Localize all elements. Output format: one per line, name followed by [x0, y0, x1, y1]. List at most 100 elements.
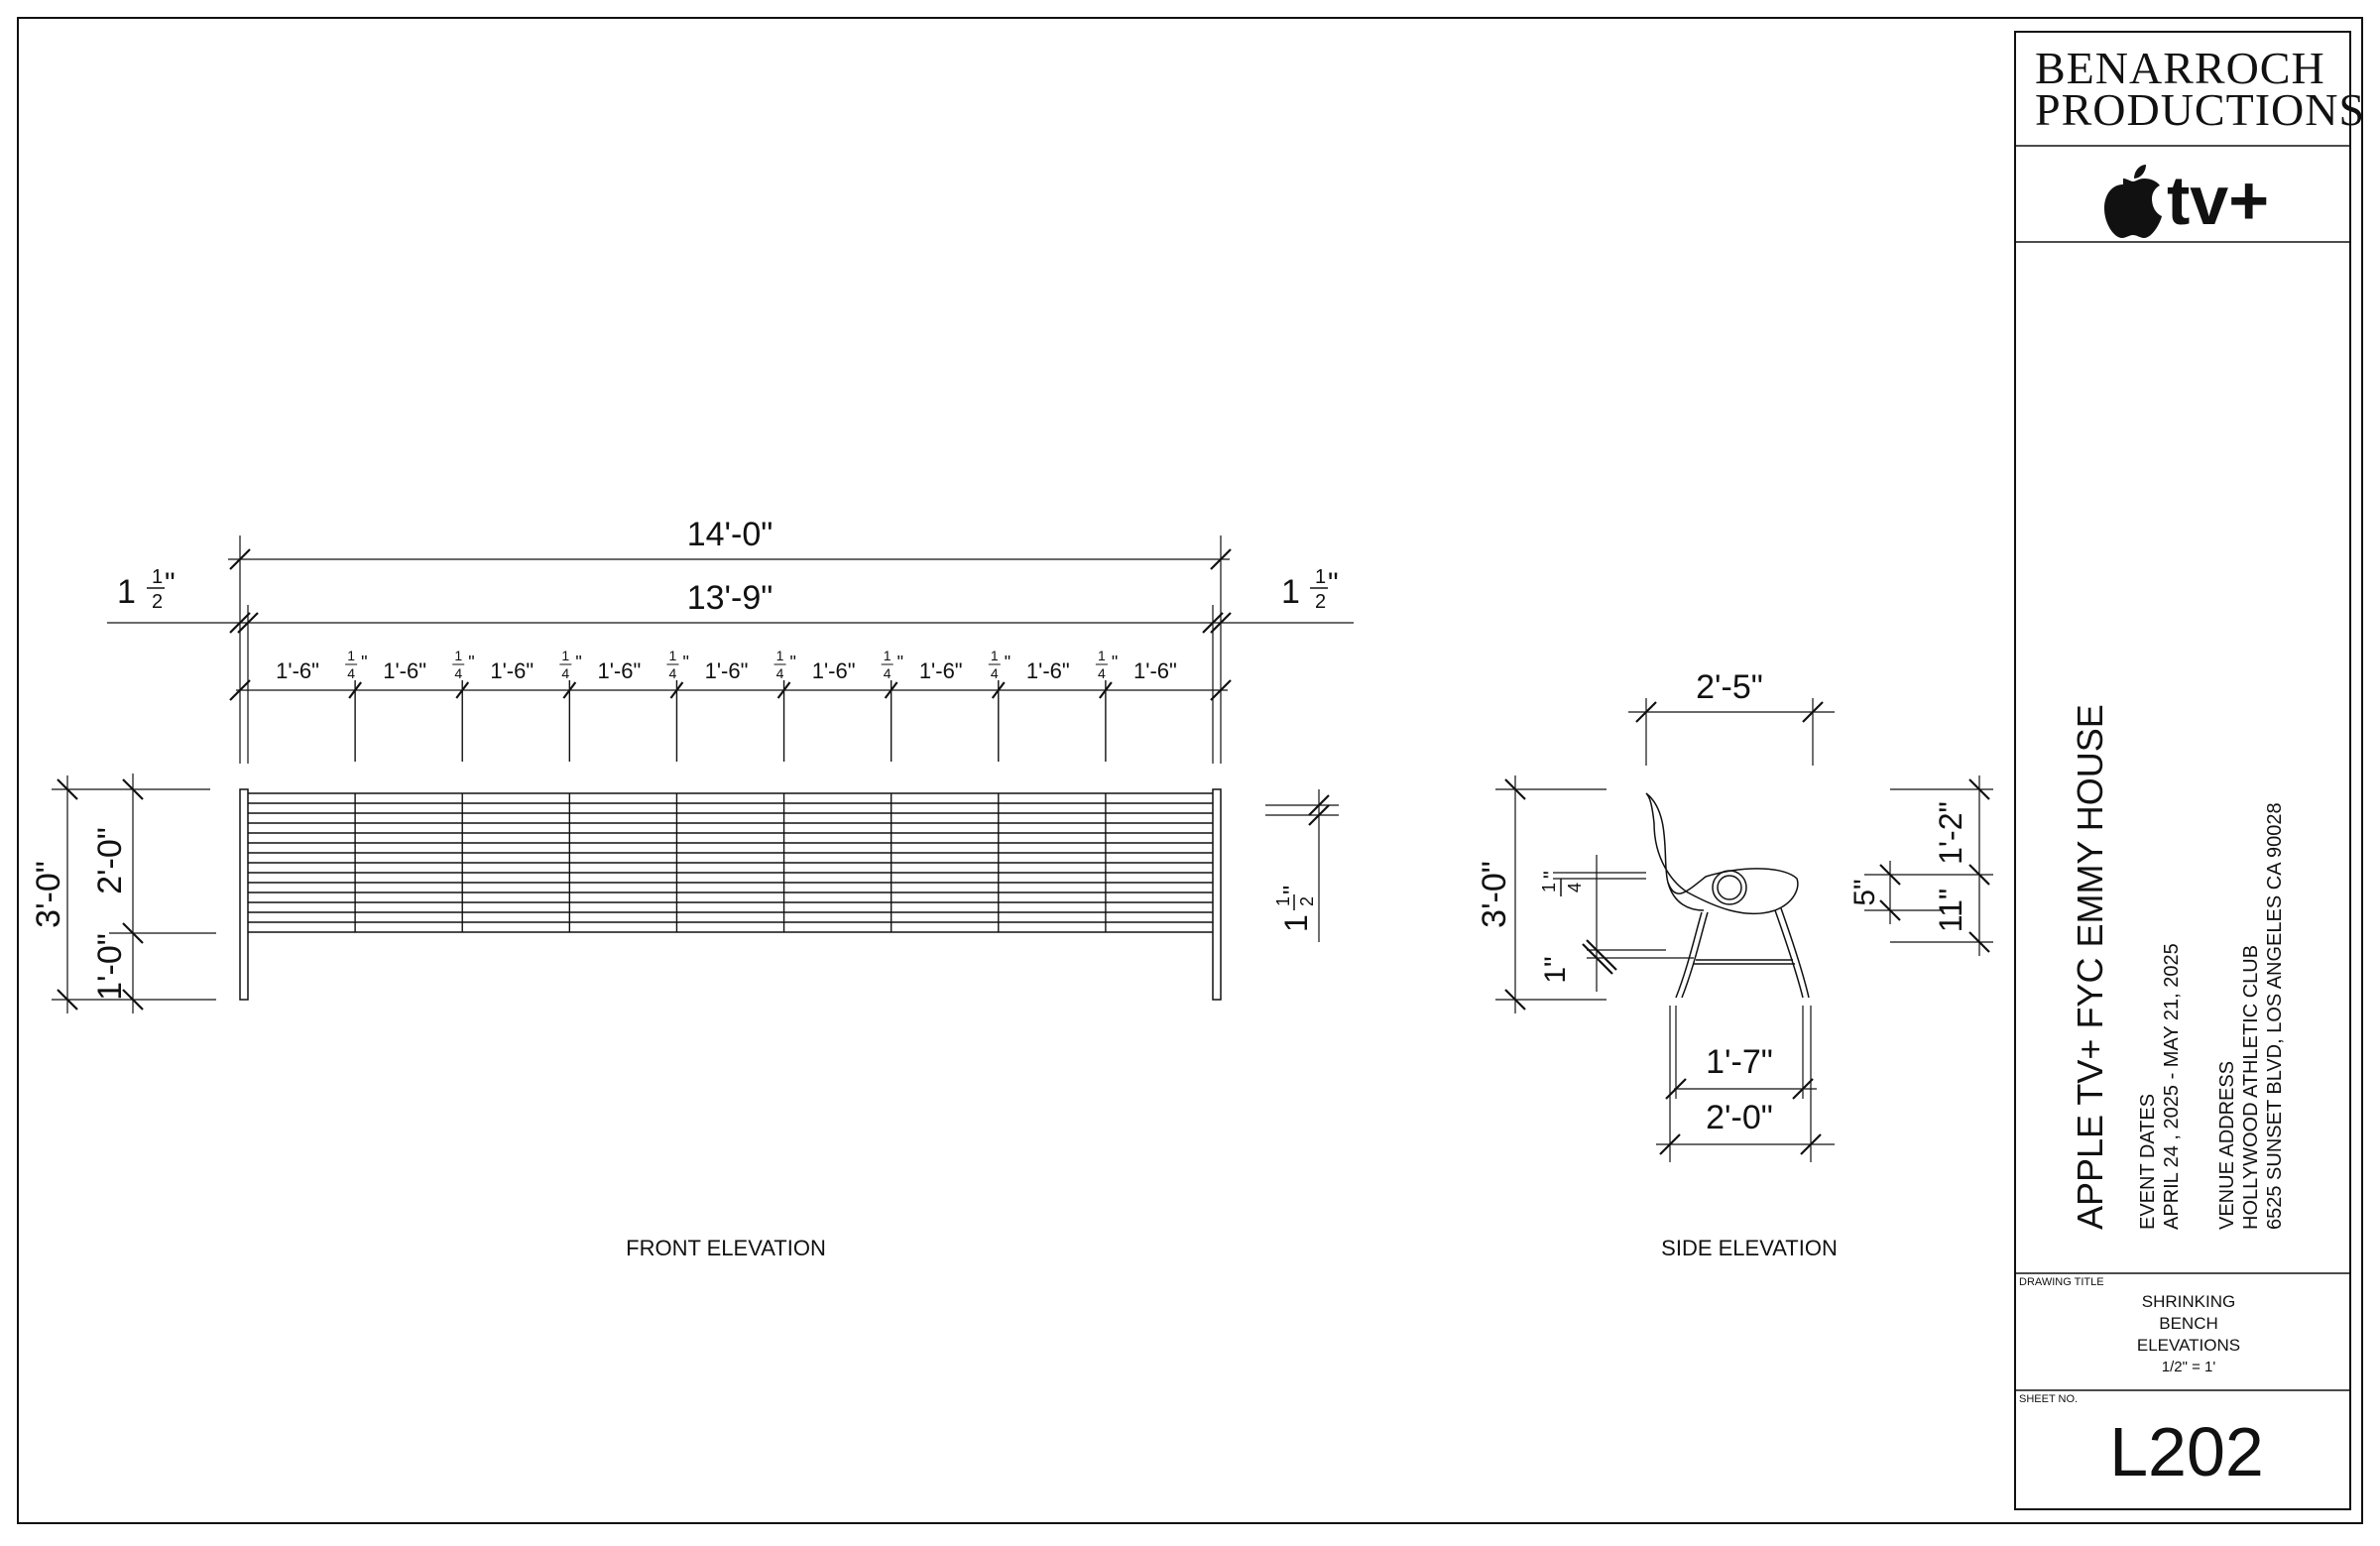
- svg-text:4: 4: [347, 665, 355, 681]
- svg-text:4: 4: [776, 665, 784, 681]
- bay-width-label: 1'-6": [919, 658, 963, 683]
- side-seat-height: 11": [1933, 889, 1968, 933]
- bay-width-label: 1'-6": [1026, 658, 1070, 683]
- brand-logo-line1: BENARROCH: [2035, 43, 2325, 93]
- svg-text:4: 4: [669, 665, 677, 681]
- svg-text:": ": [361, 653, 367, 672]
- svg-text:1: 1: [152, 566, 163, 588]
- svg-text:4: 4: [991, 665, 999, 681]
- svg-text:": ": [468, 653, 474, 672]
- venue-line1: HOLLYWOOD ATHLETIC CLUB: [2240, 945, 2262, 1230]
- svg-text:": ": [165, 567, 176, 600]
- bay-gap-label: 14": [988, 648, 1011, 681]
- side-top-width-dimension: [1628, 698, 1835, 766]
- svg-text:1: 1: [1539, 883, 1559, 892]
- svg-text:1: 1: [454, 648, 462, 663]
- bay-tick: [348, 681, 362, 699]
- title-block-frame: [2014, 31, 2351, 1510]
- side-elevation-caption: SIDE ELEVATION: [1661, 1236, 1838, 1260]
- svg-text:2: 2: [152, 591, 163, 613]
- bay-tick: [562, 681, 577, 699]
- svg-text:4: 4: [561, 665, 569, 681]
- overall-width-dimension: 14'-0": [687, 516, 774, 553]
- svg-text:1: 1: [1315, 566, 1326, 588]
- side-inner-base-width: 1'-7": [1706, 1043, 1773, 1081]
- svg-text:": ": [1112, 653, 1118, 672]
- svg-text:": ": [790, 653, 796, 672]
- bench-slats: [248, 792, 1213, 933]
- svg-text:": ": [682, 653, 688, 672]
- bay-width-label: 1'-6": [597, 658, 641, 683]
- svg-text:1: 1: [1273, 896, 1293, 906]
- side-top-width: 2'-5": [1696, 668, 1763, 706]
- svg-text:4: 4: [1565, 883, 1585, 892]
- side-outer-base-width: 2'-0": [1706, 1099, 1773, 1136]
- svg-text:": ": [1539, 871, 1564, 879]
- drawing-scale: 1/2" = 1': [2162, 1359, 2216, 1375]
- side-height-dimensions: [1495, 775, 1694, 1013]
- project-title: APPLE TV+ FYC EMMY HOUSE: [2070, 704, 2110, 1230]
- svg-text:": ": [897, 653, 903, 672]
- svg-text:4: 4: [884, 665, 892, 681]
- side-seat-dimensions: [1864, 775, 1993, 956]
- bay-width-label: 1'-6": [1133, 658, 1177, 683]
- sheet-no-label: SHEET NO.: [2019, 1393, 2078, 1405]
- bench-front-view: [239, 788, 1222, 1001]
- svg-text:1: 1: [347, 648, 355, 663]
- svg-text:": ": [1005, 653, 1011, 672]
- svg-text:1: 1: [1281, 573, 1300, 611]
- venue-line2: 6525 SUNSET BLVD, LOS ANGELES CA 90028: [2264, 802, 2286, 1230]
- left-height-dimensions: [52, 773, 216, 1013]
- venue-label: VENUE ADDRESS: [2216, 1061, 2238, 1230]
- apple-tv-text: tv+: [2167, 162, 2269, 239]
- sheet-border: [17, 17, 2363, 1524]
- svg-text:": ": [575, 653, 581, 672]
- svg-text:1: 1: [561, 648, 569, 663]
- svg-text:2: 2: [1315, 591, 1326, 613]
- svg-text:1: 1: [1278, 914, 1314, 932]
- drawing-title-line: BENCH: [2159, 1314, 2218, 1333]
- bay-width-label: 1'-6": [490, 658, 534, 683]
- bay-tick: [884, 681, 898, 699]
- front-elevation-caption: FRONT ELEVATION: [626, 1236, 826, 1260]
- svg-text:4: 4: [454, 665, 462, 681]
- bay-tick: [455, 681, 470, 699]
- leg-thickness-dimension: 1 1 2 ": [1265, 789, 1339, 942]
- apple-tv-logo: tv+: [2104, 162, 2269, 239]
- bench-side-profile: [1645, 792, 1810, 999]
- sheet-number: L202: [2109, 1413, 2264, 1490]
- side-overall-height: 3'-0": [1476, 861, 1513, 928]
- svg-text:1: 1: [776, 648, 784, 663]
- title-block: BENARROCH PRODUCTIONS tv+ APPLE TV+ FYC …: [2014, 31, 2365, 1510]
- project-info: APPLE TV+ FYC EMMY HOUSE EVENT DATES APR…: [2070, 704, 2286, 1230]
- top-dimensions: [107, 535, 1354, 764]
- bay-tick: [1099, 681, 1113, 699]
- bench-posts: [354, 793, 1107, 932]
- drawing-title-label: DRAWING TITLE: [2019, 1276, 2104, 1288]
- bay-width-label: 1'-6": [705, 658, 749, 683]
- svg-text:4: 4: [1098, 665, 1106, 681]
- bench-side-ring: [1717, 875, 1742, 900]
- svg-text:": ": [1328, 567, 1339, 600]
- brand-logo-line2: PRODUCTIONS: [2035, 84, 2365, 135]
- side-elevation: 2'-5" 3'-0" 1 4 " 1": [1476, 668, 1993, 1260]
- bay-tick: [776, 681, 791, 699]
- event-dates-value: APRIL 24 , 2025 - MAY 21, 2025: [2161, 943, 2183, 1230]
- bay-width-label: 1'-6": [276, 658, 319, 683]
- inner-width-dimension: 13'-9": [687, 579, 774, 617]
- left-end-offset-dimension: 1 1 2 ": [117, 566, 176, 613]
- apple-icon: [2104, 165, 2162, 238]
- side-seat-to-back: 1'-2": [1933, 801, 1968, 865]
- bay-dimension-labels: 14"14"14"14"14"14"14"14"1'-6"1'-6"1'-6"1…: [276, 648, 1177, 683]
- event-dates-label: EVENT DATES: [2137, 1094, 2159, 1230]
- bay-gap-label: 1 4 ": [559, 648, 582, 681]
- overall-height-dimension: 3'-0": [30, 861, 67, 928]
- front-elevation: 14'-0" 13'-9" 1 1 2 " 1 1 2 " 14"14"14"1…: [30, 516, 1354, 1260]
- bench-right-leg: [1212, 788, 1222, 1001]
- bay-tick: [991, 681, 1006, 699]
- svg-text:1: 1: [1098, 648, 1106, 663]
- drawing-title-line: ELEVATIONS: [2137, 1336, 2240, 1355]
- bay-gap-label: 14": [881, 648, 903, 681]
- bench-side-front-leg: [1675, 911, 1703, 999]
- bench-side-back-curve: [1645, 792, 1799, 915]
